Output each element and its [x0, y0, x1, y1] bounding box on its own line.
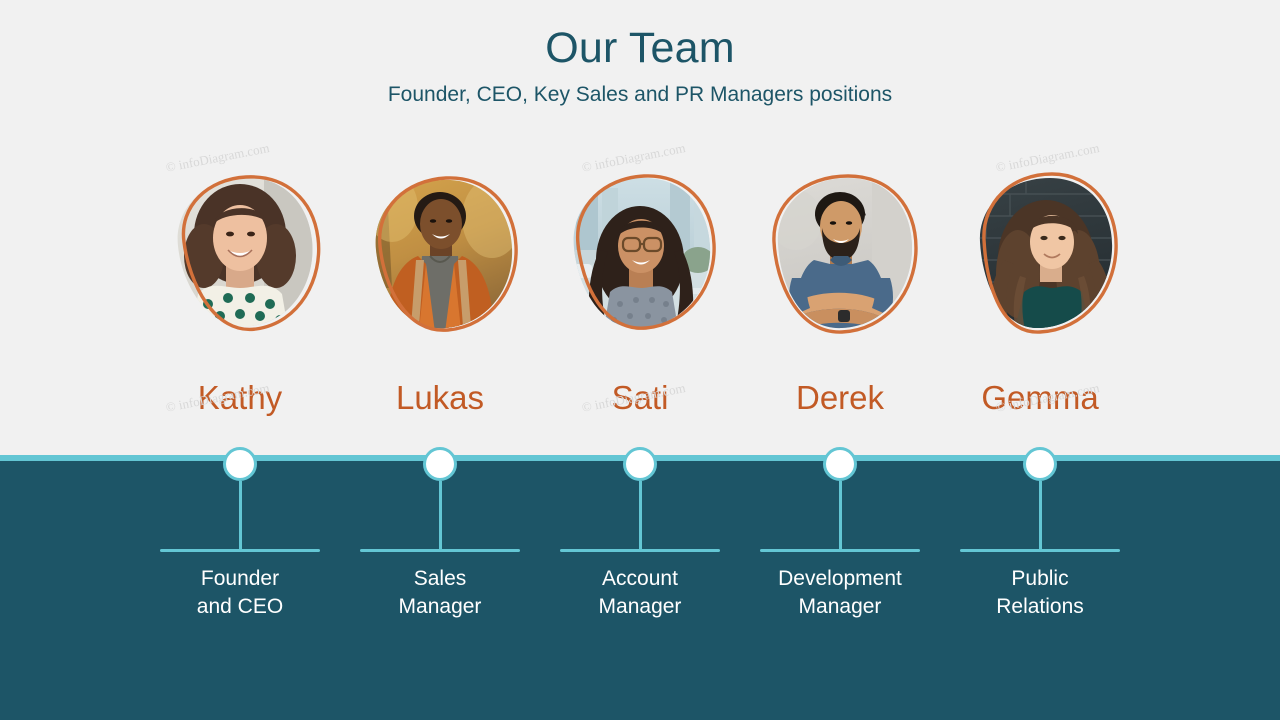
- member-photo-svg: [177, 175, 321, 332]
- member-photo-image: [177, 177, 313, 327]
- connector-node: [423, 447, 457, 481]
- member-role: Development Manager: [735, 565, 945, 620]
- member-photo: [552, 168, 728, 340]
- member-role-line1: Development: [778, 567, 902, 590]
- member-role-line2: Manager: [798, 594, 882, 618]
- sketch-outline: [378, 176, 518, 332]
- member-role-line1: Sales: [413, 567, 467, 590]
- member-name: Derek: [795, 379, 885, 416]
- sketch-outline: [181, 175, 321, 332]
- slide-header: Our Team Founder, CEO, Key Sales and PR …: [0, 24, 1280, 107]
- member-role: Sales Manager: [335, 565, 545, 620]
- connector-stem: [839, 481, 842, 551]
- team-member-card[interactable]: Gemma Public Relations: [940, 0, 1140, 720]
- connector-node: [1023, 447, 1057, 481]
- member-role-line2: Manager: [398, 594, 482, 618]
- connector-node: [823, 447, 857, 481]
- member-photo-image: [979, 178, 1113, 329]
- page-title: Our Team: [545, 24, 735, 72]
- member-photo-image: [777, 178, 913, 329]
- connector-node: [623, 447, 657, 481]
- member-role-line1: Public: [1011, 567, 1069, 590]
- member-role: Founder and CEO: [135, 565, 345, 620]
- page-subtitle: Founder, CEO, Key Sales and PR Managers …: [387, 83, 893, 107]
- connector-rule: [960, 549, 1120, 552]
- connector-node: [223, 447, 257, 481]
- member-photo: [952, 168, 1128, 340]
- connector-rule: [360, 549, 520, 552]
- team-member-card[interactable]: Lukas Sales Manager: [340, 0, 540, 720]
- member-role-line2: Manager: [598, 594, 682, 618]
- connector-stem: [239, 481, 242, 551]
- member-photo-svg: [573, 174, 716, 330]
- sketch-outline: [982, 172, 1118, 334]
- connector-stem: [639, 481, 642, 551]
- member-photo-svg: [375, 176, 518, 332]
- member-role: Public Relations: [935, 565, 1145, 620]
- member-role-line2: Relations: [996, 594, 1084, 618]
- team-member-card[interactable]: Kathy Founder and CEO: [140, 0, 340, 720]
- connector-stem: [439, 481, 442, 551]
- team-member-card[interactable]: Derek Development Manager: [740, 0, 940, 720]
- connector-rule: [760, 549, 920, 552]
- member-photo: [752, 168, 928, 340]
- member-photo-svg: [772, 174, 918, 334]
- member-name: Kathy: [197, 379, 283, 416]
- connector-rule: [560, 549, 720, 552]
- member-name: Gemma: [981, 379, 1099, 416]
- member-role-line2: and CEO: [196, 594, 284, 618]
- sketch-outline: [772, 174, 918, 334]
- member-name: Lukas: [395, 379, 485, 416]
- connector-rule: [160, 549, 320, 552]
- member-name: Sati: [611, 379, 669, 416]
- member-role-line1: Account: [602, 567, 678, 590]
- team-member-card[interactable]: Sati Account Manager: [540, 0, 740, 720]
- member-photo-image: [375, 179, 513, 329]
- member-photo-svg: [979, 172, 1118, 334]
- connector-stem: [1039, 481, 1042, 551]
- member-role-line1: Founder: [200, 567, 280, 590]
- member-photo: [152, 168, 328, 340]
- member-role: Account Manager: [535, 565, 745, 620]
- sketch-outline: [576, 174, 716, 330]
- member-photo: [352, 168, 528, 340]
